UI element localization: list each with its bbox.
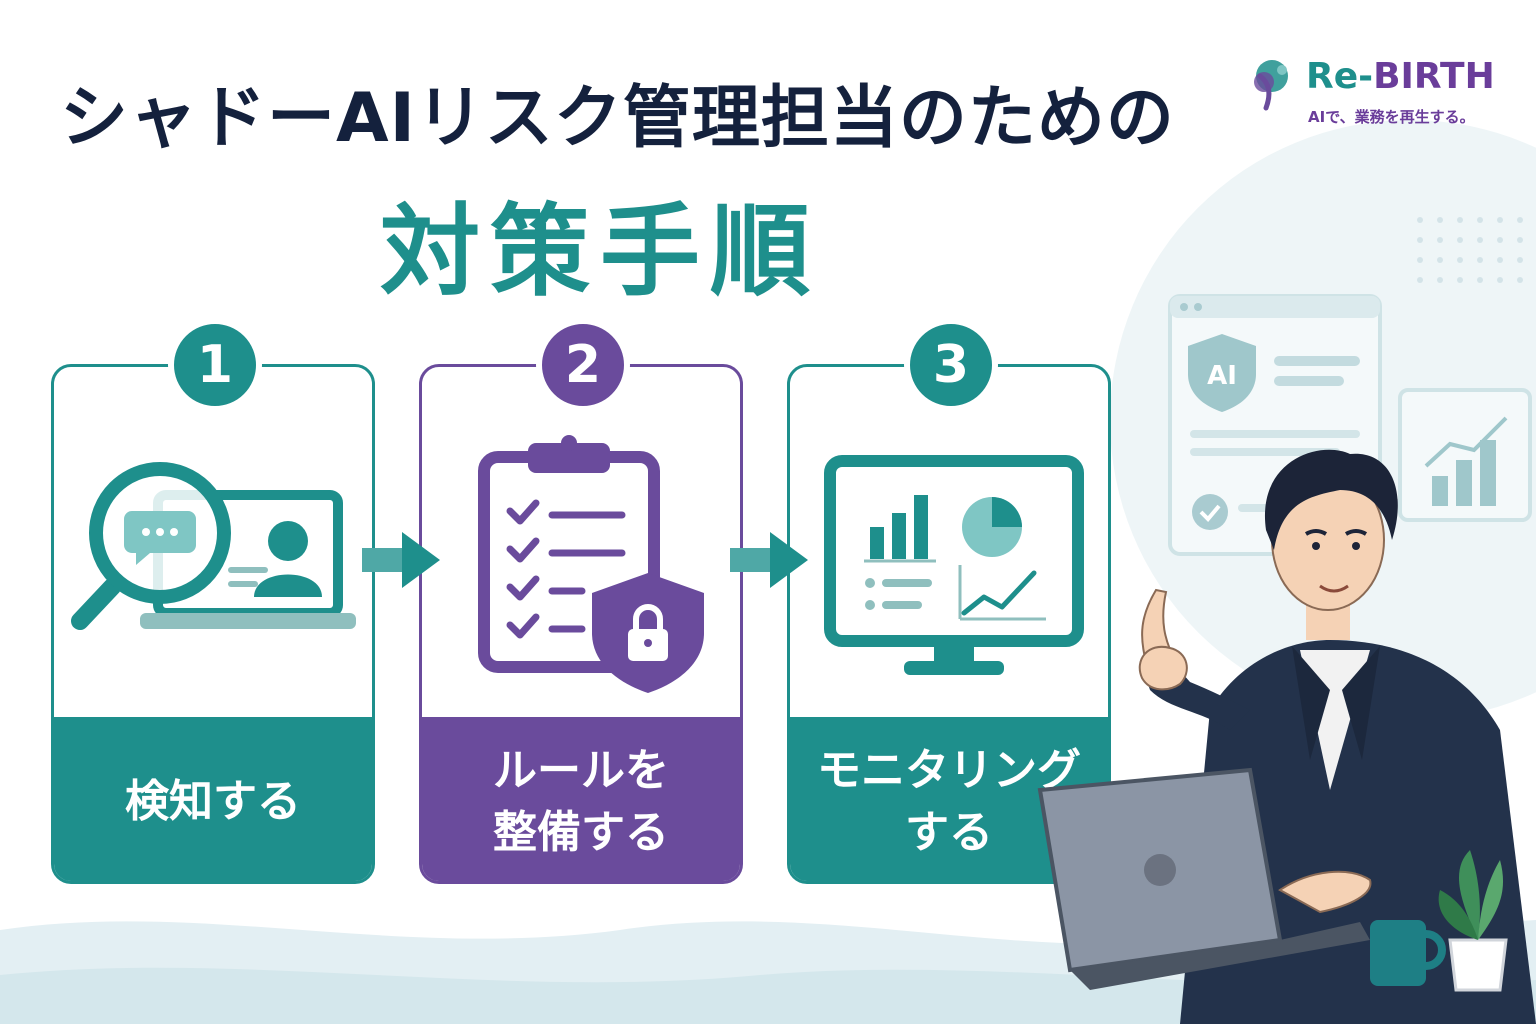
- ai-panel-label: AI: [1207, 361, 1237, 391]
- step-3-label-line-2: する: [905, 807, 993, 858]
- step-2-label: ルールを 整備する: [422, 717, 740, 881]
- step-3-card: モニタリング する: [787, 364, 1111, 884]
- arrow-right-icon: [730, 532, 808, 588]
- page-subtitle: 対策手順: [380, 193, 820, 310]
- step-2-label-line-2: 整備する: [493, 807, 669, 858]
- arrow-right-icon: [362, 532, 440, 588]
- brand-name-main: BIRTH: [1373, 56, 1495, 97]
- magnifier-laptop-icon: [71, 462, 356, 630]
- brand-name: Re-BIRTH: [1306, 56, 1495, 97]
- step-1-badge: 1: [168, 318, 262, 412]
- step-2-label-line-1: ルールを: [493, 745, 669, 796]
- rebirth-logo-icon: [1254, 60, 1288, 111]
- clipboard-shield-icon: [478, 435, 704, 693]
- step-2-badge: 2: [536, 318, 630, 412]
- brand-tagline: AIで、業務を再生する。: [1308, 108, 1475, 126]
- step-2-illustration-area: [422, 367, 740, 717]
- step-1-card: 検知する: [51, 364, 375, 884]
- step-1-label: 検知する: [54, 717, 372, 881]
- step-2-card: ルールを 整備する: [419, 364, 743, 884]
- step-3-label-line-1: モニタリング: [817, 745, 1081, 796]
- monitor-dashboard-icon: [824, 455, 1084, 675]
- brand-logo: Re-BIRTH AIで、業務を再生する。: [1238, 52, 1518, 132]
- step-3-badge: 3: [904, 318, 998, 412]
- brand-name-prefix: Re-: [1306, 56, 1374, 97]
- person-with-laptop-illustration: AI: [1037, 294, 1536, 1024]
- step-1-label-line-1: 検知する: [125, 776, 301, 827]
- page-title: シャドーAIリスク管理担当のための: [60, 79, 1175, 158]
- step-1-illustration-area: [54, 367, 372, 717]
- step-3-illustration-area: [790, 367, 1108, 717]
